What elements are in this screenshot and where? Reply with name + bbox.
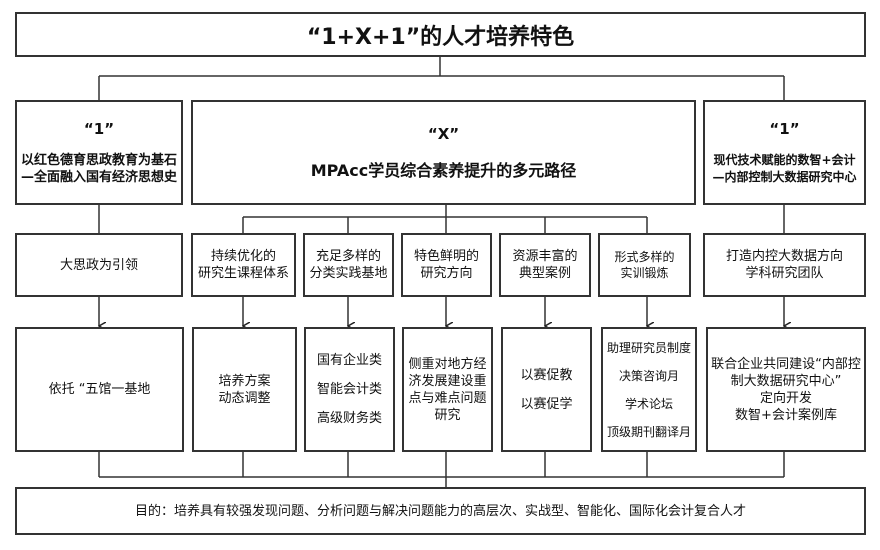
purpose-text: 目的：培养具有较强发现问题、分析问题与解决问题能力的高层次、实战型、智能化、国际… [134,503,746,519]
right-pillar-line1: 现代技术赋能的数智+会计 [713,152,856,167]
path-level3-box: 国有企业类 智能会计类 高级财务类 [304,327,395,452]
right-level3-line: 制大数据研究中心” [730,373,842,389]
middle-pillar-box: “X” MPAcc学员综合素养提升的多元路径 [191,100,696,205]
path-level2-line: 分类实践基地 [309,266,388,281]
path-level2-line: 研究生课程体系 [197,266,289,281]
path-level3-line: 研究 [434,407,461,423]
right-level3-line: 定向开发 [759,390,812,406]
left-level3-box: 依托 “五馆一基地 [15,327,184,452]
right-pillar-box: “1” 现代技术赋能的数智+会计 —内部控制大数据研究中心 [703,100,866,205]
path-level3-line: 高级财务类 [316,411,382,426]
left-pillar-line2: —全面融入国有经济思想史 [20,169,177,185]
path-level2-line: 研究方向 [420,266,473,281]
path-level3-line: 济发展建设重 [408,373,487,389]
path-level2-line: 形式多样的 [614,250,675,264]
path-level2-line: 实训锻炼 [620,266,669,280]
left-pillar-line1: 以红色德育思政教育为基石 [20,152,177,168]
path-level2-box: 特色鲜明的 研究方向 [401,233,492,297]
path-level3-line: 点与难点问题 [408,390,487,406]
middle-pillar-subtitle: MPAcc学员综合素养提升的多元路径 [310,160,577,180]
middle-pillar-quote: “X” [427,124,460,143]
left-level2-text: 大思政为引领 [59,257,138,273]
path-level3-line: 智能会计类 [316,382,382,397]
path-level3-line: 以赛促学 [520,396,573,412]
path-level2-line: 特色鲜明的 [413,249,479,264]
path-level2-line: 资源丰富的 [512,249,578,264]
purpose-box: 目的：培养具有较强发现问题、分析问题与解决问题能力的高层次、实战型、智能化、国际… [15,487,866,535]
right-level3-line: 联合企业共同建设“内部控 [711,356,861,372]
left-pillar-quote: “1” [83,119,115,138]
left-pillar-box: “1” 以红色德育思政教育为基石 —全面融入国有经济思想史 [15,100,183,205]
right-level2-box: 打造内控大数据方向 学科研究团队 [703,233,866,297]
path-level3-box: 助理研究员制度 决策咨询月 学术论坛 顶级期刊翻译月 [601,327,697,452]
path-level3-line: 侧重对地方经 [408,356,487,372]
path-level2-line: 充足多样的 [315,249,381,264]
path-level2-box: 充足多样的 分类实践基地 [303,233,394,297]
path-level2-box: 形式多样的 实训锻炼 [598,233,691,297]
right-pillar-quote: “1” [769,119,800,138]
path-level2-line: 持续优化的 [210,249,276,264]
right-level3-line: 数智+会计案例库 [735,407,837,423]
path-level3-line: 助理研究员制度 [606,340,691,355]
path-level3-line: 顶级期刊翻译月 [606,424,691,439]
right-level3-box: 联合企业共同建设“内部控 制大数据研究中心” 定向开发 数智+会计案例库 [706,327,866,452]
path-level3-line: 动态调整 [218,390,271,406]
path-level3-box: 以赛促教 以赛促学 [501,327,592,452]
right-pillar-line2: —内部控制大数据研究中心 [712,169,857,184]
path-level2-line: 典型案例 [518,266,571,281]
path-level3-box: 培养方案 动态调整 [192,327,297,452]
path-level3-line: 学术论坛 [624,396,673,411]
path-level3-box: 侧重对地方经 济发展建设重 点与难点问题 研究 [402,327,493,452]
right-level2-line: 学科研究团队 [745,266,824,281]
path-level3-line: 国有企业类 [316,353,382,368]
right-level2-line: 打造内控大数据方向 [725,249,843,264]
left-level2-box: 大思政为引领 [15,233,183,297]
path-level3-line: 以赛促教 [520,367,573,383]
diagram-title: “1+X+1”的人才培养特色 [306,24,575,50]
path-level2-box: 持续优化的 研究生课程体系 [191,233,296,297]
title-box: “1+X+1”的人才培养特色 [15,12,866,57]
path-level2-box: 资源丰富的 典型案例 [499,233,591,297]
path-level3-line: 培养方案 [218,373,271,389]
left-level3-text: 依托 “五馆一基地 [48,382,151,397]
path-level3-line: 决策咨询月 [618,368,679,383]
